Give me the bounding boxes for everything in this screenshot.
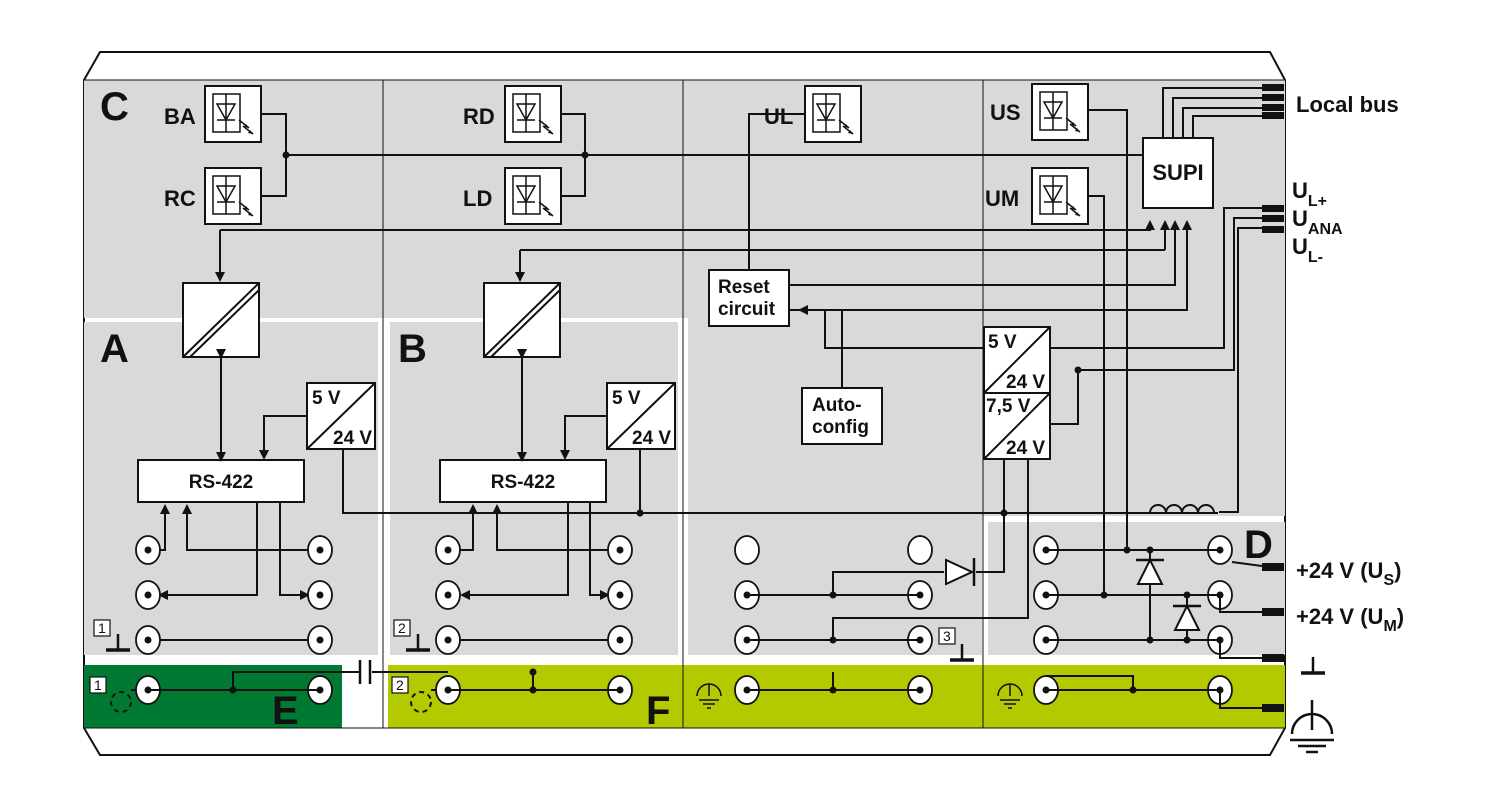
- capacitor-icon: [358, 660, 372, 684]
- dcdc-converter-a: [306, 382, 376, 450]
- shield-icon: [410, 691, 432, 713]
- led-icon: [204, 85, 262, 143]
- reset-label-1: Reset: [718, 277, 770, 298]
- ground-icon: [1299, 655, 1327, 675]
- diode-icon: [945, 558, 976, 586]
- uana-label: UANA: [1292, 206, 1343, 238]
- dcdc-analog-input: 7,5 V: [986, 396, 1031, 417]
- reset-wiring: [798, 305, 984, 388]
- zone-unit: [688, 438, 982, 655]
- led-label-um: UM: [985, 186, 1019, 211]
- section-label-d: D: [1244, 523, 1273, 567]
- zone-e: [84, 665, 342, 728]
- led-label-us: US: [990, 100, 1021, 125]
- ul-minus-label: UL-: [1292, 234, 1323, 266]
- dcdc-b-output: 24 V: [632, 428, 671, 449]
- rs422-transceiver-b: [439, 459, 607, 503]
- section-label-c: C: [100, 85, 129, 129]
- power-terminal: [1262, 563, 1284, 712]
- marker-1: 1: [98, 620, 106, 636]
- dcdc-b-input: 5 V: [612, 388, 641, 409]
- reset-circuit-box: [708, 269, 790, 327]
- logic-bus-wiring: [1050, 207, 1262, 513]
- marker-5: 2: [396, 677, 404, 693]
- led-icon: [1031, 167, 1089, 225]
- led-label-rd: RD: [463, 104, 495, 129]
- section-label-b: B: [398, 327, 427, 371]
- section-label-f: F: [646, 689, 670, 733]
- data-wiring: [216, 349, 1218, 514]
- dcdc-converter-logic: [983, 326, 1051, 460]
- inductor-icon: [1149, 504, 1215, 514]
- marker-4: 1: [94, 677, 102, 693]
- marker-3: 3: [943, 628, 951, 644]
- terminal-icon: [135, 535, 1233, 705]
- led-icon: [504, 167, 562, 225]
- autoconfig-label-1: Auto-: [812, 395, 862, 416]
- supi-input-wiring: [215, 220, 1192, 311]
- dcdc-converter-b: [606, 382, 676, 450]
- led-icon: [804, 85, 862, 143]
- autoconfig-label-2: config: [812, 417, 869, 438]
- diode-icon: [1136, 557, 1164, 585]
- um-supply-label: +24 V (UM): [1296, 604, 1404, 635]
- zone-d: [988, 522, 1285, 655]
- led-label-ul: UL: [764, 104, 793, 129]
- dcdc-a-input: 5 V: [312, 388, 341, 409]
- section-label-a: A: [100, 327, 129, 371]
- earth-ground-icon: [1290, 700, 1334, 754]
- shield-icon: [110, 691, 132, 713]
- reset-label-2: circuit: [718, 299, 776, 320]
- section-label-e: E: [272, 689, 299, 733]
- diode-icon: [1173, 603, 1201, 631]
- local-bus-terminal: [1262, 84, 1284, 119]
- local-bus-wiring: [1162, 87, 1265, 138]
- dcdc-analog-output: 24 V: [1006, 438, 1045, 459]
- dcdc-a-output: 24 V: [333, 428, 372, 449]
- led-label-ba: BA: [164, 104, 196, 129]
- ul-plus-label: UL+: [1292, 178, 1327, 210]
- led-label-rc: RC: [164, 186, 196, 211]
- bus-wiring-b: [448, 502, 620, 641]
- led-icon: [504, 85, 562, 143]
- marker-2: 2: [398, 620, 406, 636]
- logic-voltage-terminal: [1262, 205, 1284, 233]
- led-icon: [204, 167, 262, 225]
- rs422-label-b: RS-422: [491, 472, 555, 493]
- slice-dividers: [84, 79, 1285, 729]
- led-icon: [1031, 83, 1089, 141]
- marker-box: [89, 619, 956, 694]
- unit-wiring: [747, 459, 1029, 641]
- rs422-label-a: RS-422: [189, 472, 253, 493]
- dcdc-logic-input: 5 V: [988, 332, 1017, 353]
- zone-f: [388, 665, 1285, 728]
- supi-chip: [1142, 137, 1214, 209]
- supi-label: SUPI: [1152, 160, 1203, 185]
- autoconfig-box: [801, 387, 883, 445]
- us-supply-label: +24 V (US): [1296, 558, 1401, 589]
- led-label-ld: LD: [463, 186, 492, 211]
- local-bus-label: Local bus: [1296, 92, 1399, 117]
- dcdc-logic-output: 24 V: [1006, 372, 1045, 393]
